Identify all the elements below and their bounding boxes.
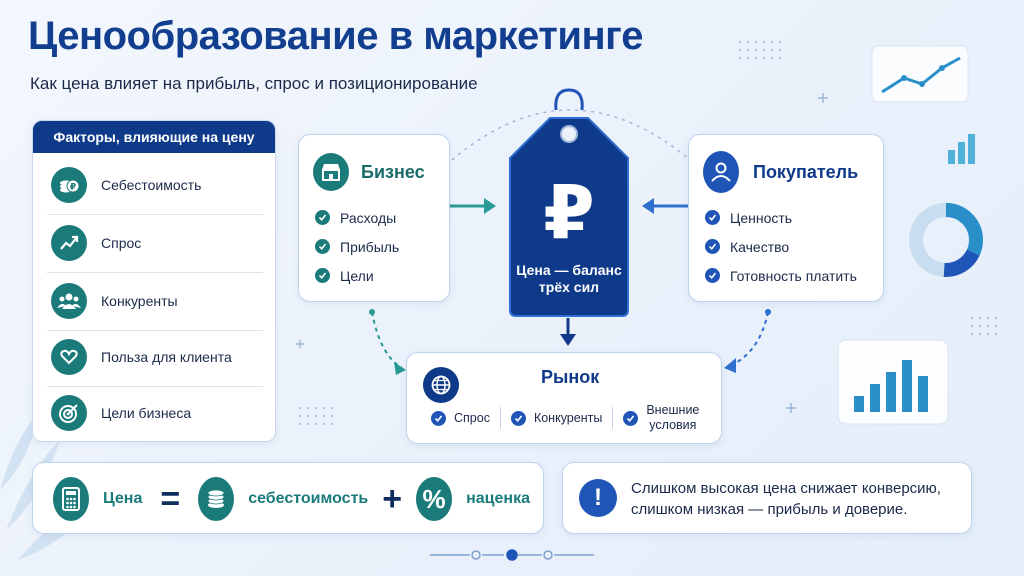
calculator-icon bbox=[53, 477, 89, 521]
line-chart-decoration-icon bbox=[871, 45, 969, 103]
arrow-buyer-to-market-icon bbox=[724, 309, 771, 373]
business-card: Бизнес Расходы Прибыль Цели bbox=[298, 134, 450, 302]
business-item: Расходы bbox=[315, 203, 399, 232]
check-icon bbox=[431, 410, 446, 426]
check-icon bbox=[705, 268, 720, 283]
buyer-item-label: Ценность bbox=[730, 209, 793, 226]
page-title: Ценообразование в маркетинге bbox=[28, 14, 644, 58]
check-icon bbox=[623, 410, 639, 426]
price-tag-caption-line: трёх сил bbox=[538, 279, 600, 295]
coins-icon bbox=[198, 477, 235, 521]
arrow-buyer-to-tag-icon bbox=[642, 198, 690, 214]
check-icon bbox=[315, 239, 330, 254]
factor-item-cost: ₽ Себестоимость bbox=[43, 161, 265, 209]
factor-label: Цели бизнеса bbox=[101, 405, 192, 421]
check-icon bbox=[510, 410, 526, 426]
market-title: Рынок bbox=[541, 367, 600, 387]
factor-item-customer-value: Польза для клиента bbox=[43, 333, 265, 381]
divider bbox=[47, 330, 263, 331]
warning-line: Слишком высокая цена снижает конверсию, bbox=[631, 480, 941, 497]
factor-item-demand: Спрос bbox=[43, 219, 265, 267]
factors-title: Факторы, влияющие на цену bbox=[33, 121, 275, 153]
factor-label: Польза для клиента bbox=[101, 349, 232, 365]
exclamation-icon: ! bbox=[579, 479, 617, 517]
business-item-label: Расходы bbox=[340, 209, 397, 226]
market-item: Спрос bbox=[421, 410, 500, 426]
market-card: Рынок Спрос Конкуренты Внешние условия bbox=[406, 352, 722, 444]
coins-ruble-icon: ₽ bbox=[51, 167, 87, 203]
factor-item-competitors: Конкуренты bbox=[43, 277, 265, 325]
factors-panel: Факторы, влияющие на цену ₽ Себестоимост… bbox=[32, 120, 276, 442]
arrow-tag-to-market-icon bbox=[560, 318, 576, 346]
people-group-icon bbox=[51, 283, 87, 319]
check-icon bbox=[315, 210, 330, 225]
price-formula-card: Цена = себестоимость + % наценка bbox=[32, 462, 544, 534]
divider bbox=[47, 214, 263, 215]
percent-icon: % bbox=[416, 477, 453, 521]
business-item: Прибыль bbox=[315, 232, 399, 261]
storefront-icon bbox=[313, 153, 349, 191]
bar-chart-decoration-icon bbox=[948, 134, 975, 164]
check-icon bbox=[705, 239, 720, 254]
buyer-item: Готовность платить bbox=[705, 261, 857, 290]
market-item-label: Конкуренты bbox=[533, 411, 603, 425]
ruble-symbol: ₽ bbox=[543, 170, 595, 256]
formula-price: Цена bbox=[103, 490, 143, 507]
globe-icon bbox=[423, 367, 459, 403]
formula-markup: наценка bbox=[466, 490, 530, 507]
factor-label: Спрос bbox=[101, 235, 142, 251]
page-subtitle: Как цена влияет на прибыль, спрос и пози… bbox=[30, 74, 478, 93]
pagination-dots bbox=[430, 549, 594, 561]
divider bbox=[612, 407, 614, 429]
buyer-title: Покупатель bbox=[753, 161, 859, 182]
divider bbox=[47, 272, 263, 273]
heart-hand-icon bbox=[51, 339, 87, 375]
formula-equals: = bbox=[160, 479, 181, 518]
divider bbox=[499, 407, 501, 429]
formula-cost: себестоимость bbox=[248, 490, 369, 507]
market-items: Спрос Конкуренты Внешние условия bbox=[421, 403, 709, 433]
svg-text:₽: ₽ bbox=[70, 183, 76, 193]
market-item-label-line: Внешние bbox=[646, 403, 700, 417]
target-icon bbox=[51, 395, 87, 431]
bar-chart-card-decoration-icon bbox=[837, 339, 949, 425]
price-tag-caption: Цена — баланс трёх сил bbox=[504, 262, 634, 296]
arrow-business-to-tag-icon bbox=[448, 198, 496, 214]
warning-card: ! Слишком высокая цена снижает конверсию… bbox=[562, 462, 972, 534]
factor-item-business-goals: Цели бизнеса bbox=[43, 389, 265, 437]
business-item: Цели bbox=[315, 261, 399, 290]
factor-label: Конкуренты bbox=[101, 293, 178, 309]
formula-plus: + bbox=[382, 479, 403, 518]
buyer-item-label: Качество bbox=[730, 238, 790, 255]
donut-chart-decoration-icon bbox=[909, 203, 983, 277]
price-tag-icon: ₽ bbox=[509, 88, 629, 317]
market-item-label: Спрос bbox=[454, 411, 490, 425]
buyer-item: Ценность bbox=[705, 203, 857, 232]
market-item: Внешние условия bbox=[613, 403, 709, 433]
factor-label: Себестоимость bbox=[101, 177, 202, 193]
business-item-label: Прибыль bbox=[340, 238, 400, 255]
warning-line: слишком низкая — прибыль и доверие. bbox=[631, 501, 908, 518]
divider bbox=[47, 386, 263, 387]
check-icon bbox=[315, 268, 330, 283]
warning-text: Слишком высокая цена снижает конверсию, … bbox=[631, 478, 941, 520]
buyer-card: Покупатель Ценность Качество Готовность … bbox=[688, 134, 884, 302]
market-item-label: Внешние условия bbox=[646, 403, 699, 433]
arrow-business-to-market-icon bbox=[369, 309, 406, 375]
business-title: Бизнес bbox=[361, 161, 425, 182]
business-item-label: Цели bbox=[340, 267, 374, 284]
buyer-item-label: Готовность платить bbox=[730, 267, 857, 284]
check-icon bbox=[705, 210, 720, 225]
market-item: Конкуренты bbox=[501, 410, 612, 426]
trend-up-icon bbox=[51, 225, 87, 261]
user-icon bbox=[703, 151, 739, 193]
price-tag-caption-line: Цена — баланс bbox=[516, 262, 622, 278]
buyer-item: Качество bbox=[705, 232, 857, 261]
market-item-label-line: условия bbox=[649, 418, 697, 432]
